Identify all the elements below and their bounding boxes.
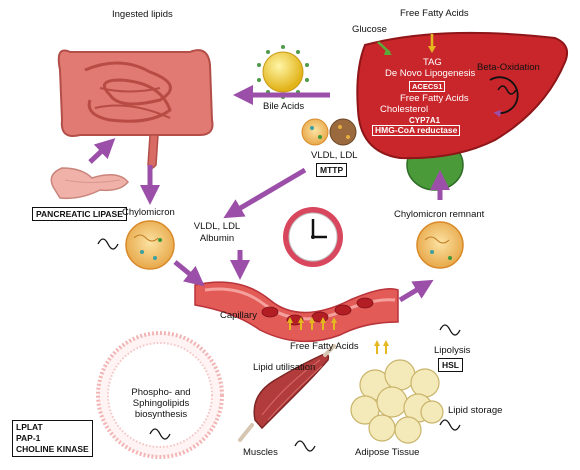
ffa-top-label: Free Fatty Acids xyxy=(400,8,469,19)
bile-micelle-icon xyxy=(257,45,309,99)
enzyme-pap1: PAP-1 xyxy=(16,433,41,443)
phospho-line-1: Phospho- and xyxy=(131,387,191,398)
cell-membrane-icon xyxy=(96,331,224,459)
tag-label: TAG xyxy=(423,57,442,68)
pancreatic-lipase-box: PANCREATIC LIPASE xyxy=(32,207,127,221)
phospho-line-3: biosynthesis xyxy=(134,409,188,420)
enzyme-list-box: LPLAT PAP-1 CHOLINE KINASE xyxy=(12,420,93,457)
albumin-label: Albumin xyxy=(199,233,235,244)
circadian-wave-icon xyxy=(97,238,461,452)
hmgcoa-label: HMG-CoA reductase xyxy=(372,125,461,136)
flow-arrows xyxy=(88,85,450,303)
ffa-capillary-label: Free Fatty Acids xyxy=(290,341,359,352)
muscle-icon xyxy=(238,344,336,442)
chylomicron-remnant-icon xyxy=(416,221,464,269)
vldl-ldl-top-label: VLDL, LDL xyxy=(311,150,358,161)
lipid-utilisation-label: Lipid utilisation xyxy=(253,362,316,373)
adipose-icon xyxy=(350,359,444,444)
chylomicron-remnant-label: Chylomicron remnant xyxy=(394,209,485,220)
clock-icon xyxy=(283,207,343,267)
de-novo-label: De Novo Lipogenesis xyxy=(385,68,476,79)
capillary-label: Capillary xyxy=(220,310,257,321)
enzyme-lplat: LPLAT xyxy=(16,422,43,432)
acecs1-label: ACECS1 xyxy=(409,81,446,92)
phospho-line-2: Sphingolipids xyxy=(132,398,190,409)
glucose-label: Glucose xyxy=(352,24,387,35)
mttp-box: MTTP xyxy=(316,163,348,177)
vldl-ldl-particles-icon xyxy=(301,118,357,146)
muscles-label: Muscles xyxy=(243,447,278,458)
cholesterol-label: Cholesterol xyxy=(380,104,429,115)
vldl-ldl-mid-label: VLDL, LDL xyxy=(193,221,241,232)
lipolysis-label: Lipolysis xyxy=(434,345,471,356)
enzyme-choline-kinase: CHOLINE KINASE xyxy=(16,444,89,454)
ingested-lipids-label: Ingested lipids xyxy=(112,9,173,20)
chylomicron-icon xyxy=(125,220,175,270)
pancreas-icon xyxy=(50,167,129,200)
bile-acids-label: Bile Acids xyxy=(263,101,305,112)
chylomicron-label: Chylomicron xyxy=(122,207,175,218)
intestine-icon xyxy=(57,49,214,170)
beta-oxidation-label: Beta-Oxidation xyxy=(477,62,540,73)
lipid-storage-label: Lipid storage xyxy=(448,405,503,416)
ffa-release-arrows xyxy=(287,317,389,354)
ffa-liver-label: Free Fatty Acids xyxy=(400,93,469,104)
adipose-tissue-label: Adipose Tissue xyxy=(355,447,420,458)
hsl-box: HSL xyxy=(438,358,463,372)
beta-oxidation-cycle-icon xyxy=(489,76,519,118)
cyp7a1-label: CYP7A1 xyxy=(409,116,441,125)
